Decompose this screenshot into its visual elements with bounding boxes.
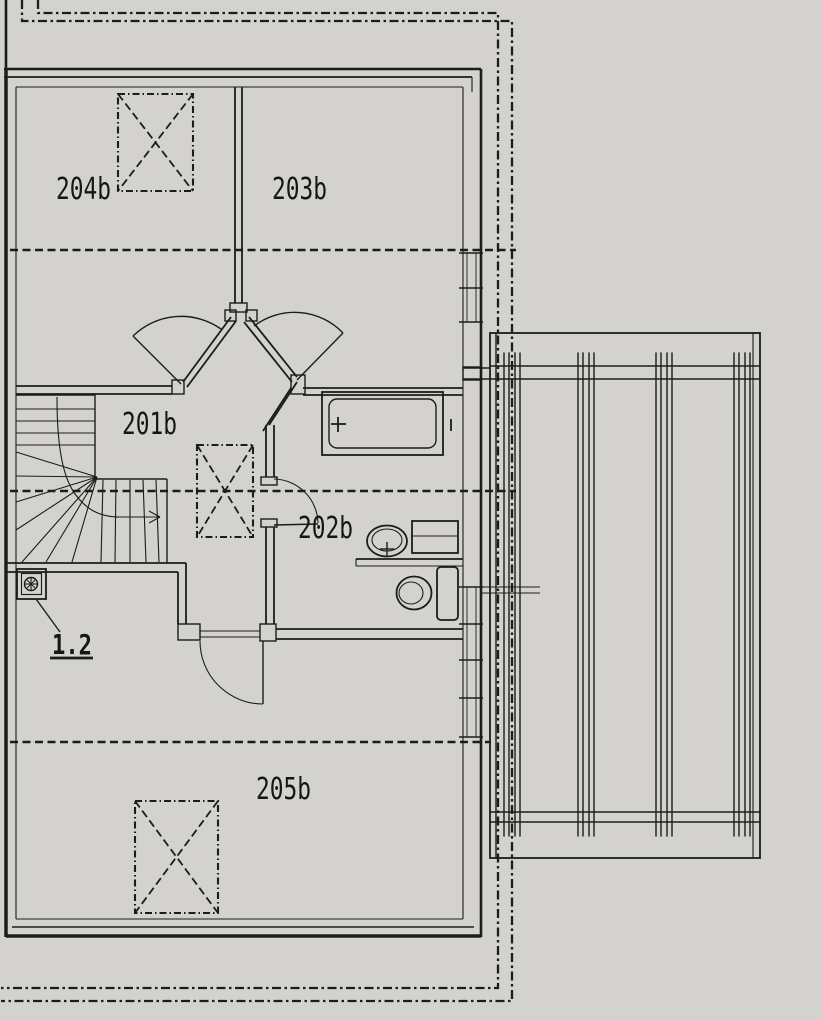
- roof-window-205b: [133, 799, 220, 915]
- joist-group-1: [503, 352, 521, 837]
- joist-group-3: [655, 352, 673, 837]
- bathroom-cabinet: [411, 520, 459, 554]
- window-right-lower: [459, 586, 483, 738]
- detail-marker: 1.2: [16, 568, 93, 661]
- toilet: [395, 566, 459, 621]
- room-label-201b: 201b: [122, 407, 177, 442]
- room-label-204b: 204b: [56, 172, 111, 207]
- detail-marker-label: 1.2: [52, 628, 92, 661]
- washbasin: [366, 524, 408, 558]
- door-swing-204b: [132, 315, 222, 385]
- roof-overhang-outline: [1, 0, 514, 1003]
- counter: [355, 558, 463, 567]
- staircase: [15, 394, 168, 563]
- section-lines: [10, 248, 516, 744]
- room-label-203b: 203b: [272, 172, 327, 207]
- exterior-walls: [4, 67, 483, 938]
- joist-group-2: [577, 352, 595, 837]
- room-label-202b: 202b: [298, 511, 353, 546]
- roof-window-204b: [116, 92, 195, 193]
- stair-direction-arrow: [56, 396, 161, 524]
- room-label-205b: 205b: [256, 772, 311, 807]
- leader-line: [35, 598, 61, 633]
- window-right-upper: [459, 252, 483, 323]
- joist-group-4: [733, 352, 751, 837]
- interior-walls: [6, 87, 463, 642]
- balcony-joist-structure: [463, 332, 761, 859]
- bathtub: [321, 391, 452, 456]
- room-labels: 204b 203b 201b 202b 205b: [56, 172, 353, 807]
- door-swing-203b: [253, 311, 344, 381]
- door-swing-205b: [199, 640, 264, 705]
- beam-anchor: [462, 366, 482, 381]
